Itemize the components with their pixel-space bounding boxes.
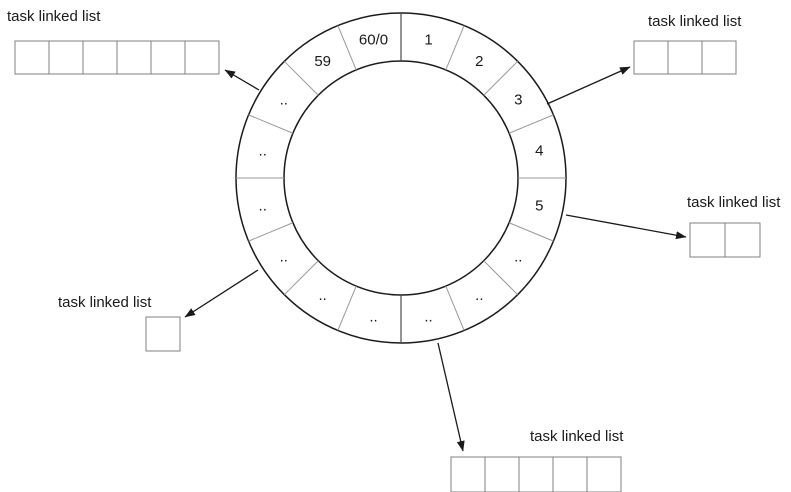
task-list-arrow-2 xyxy=(565,214,687,240)
wheel-slot-label: .. xyxy=(280,92,288,109)
task-list-cell xyxy=(586,456,622,492)
task-list-cell xyxy=(689,222,726,258)
wheel-segment-divider xyxy=(508,114,554,134)
task-list-cell xyxy=(552,456,588,492)
task-lists-group: task linked list task linked list task lin… xyxy=(7,8,781,492)
wheel-slot-label: .. xyxy=(369,308,377,325)
task-list-label: task linked list xyxy=(58,294,152,311)
wheel-slot-label: .. xyxy=(259,142,267,159)
task-list-arrow-1 xyxy=(546,66,631,105)
wheel-slot-label: .. xyxy=(318,287,326,304)
task-linked-list-2: task linked list xyxy=(687,194,781,258)
task-list-cell xyxy=(14,40,50,75)
task-list-label: task linked list xyxy=(687,194,781,211)
wheel-slot-label: 5 xyxy=(535,198,543,215)
task-linked-list-0: task linked list xyxy=(7,8,220,75)
wheel-slot-label: .. xyxy=(514,248,522,265)
wheel-segment-divider xyxy=(283,260,319,296)
wheel-group: 1 2 3 4 5.................. 59 60/0 xyxy=(235,12,567,344)
wheel-slot-label: 59 xyxy=(314,53,331,70)
task-list-cell xyxy=(701,40,737,75)
task-list-cell xyxy=(724,222,761,258)
wheel-inner-circle xyxy=(283,60,519,296)
task-list-arrow-4 xyxy=(437,342,465,452)
wheel-segment-divider xyxy=(283,60,319,96)
wheel-segment-divider xyxy=(248,114,294,134)
task-list-cell xyxy=(184,40,220,75)
wheel-slot-label: 3 xyxy=(514,92,522,109)
wheel-slot-label: 2 xyxy=(475,53,483,70)
task-list-cell xyxy=(667,40,703,75)
wheel-slot-label: 60/0 xyxy=(359,32,388,49)
wheel-segment-divider xyxy=(445,25,465,71)
task-list-cell xyxy=(450,456,486,492)
task-list-arrow-3 xyxy=(184,269,259,318)
task-list-cell xyxy=(82,40,118,75)
task-linked-list-3: task linked list xyxy=(58,294,181,352)
wheel-slot-label: .. xyxy=(424,308,432,325)
wheel-slot-label: .. xyxy=(280,248,288,265)
task-linked-list-1: task linked list xyxy=(633,13,742,75)
task-list-cell xyxy=(518,456,554,492)
wheel-segment-divider xyxy=(337,25,357,71)
task-list-cell xyxy=(633,40,669,75)
wheel-slot-label: .. xyxy=(475,287,483,304)
task-list-arrow-0 xyxy=(224,69,260,91)
task-list-cell xyxy=(484,456,520,492)
wheel-segment-divider xyxy=(508,222,554,242)
wheel-segment-divider xyxy=(337,285,357,331)
task-list-label: task linked list xyxy=(530,428,624,445)
wheel-segment-divider xyxy=(445,285,465,331)
task-list-cell xyxy=(48,40,84,75)
task-list-cell xyxy=(116,40,152,75)
task-linked-list-4: task linked list xyxy=(450,428,624,492)
wheel-slot-label: 4 xyxy=(535,142,543,159)
task-list-cell xyxy=(150,40,186,75)
task-list-cell xyxy=(145,316,181,352)
arrows-group xyxy=(184,66,687,452)
wheel-slot-label: 1 xyxy=(424,32,432,49)
wheel-segment-divider xyxy=(248,222,294,242)
wheel-slot-label: .. xyxy=(259,198,267,215)
wheel-segment-divider xyxy=(483,60,519,96)
task-list-label: task linked list xyxy=(7,8,101,25)
wheel-segment-divider xyxy=(483,260,519,296)
task-list-label: task linked list xyxy=(648,13,742,30)
